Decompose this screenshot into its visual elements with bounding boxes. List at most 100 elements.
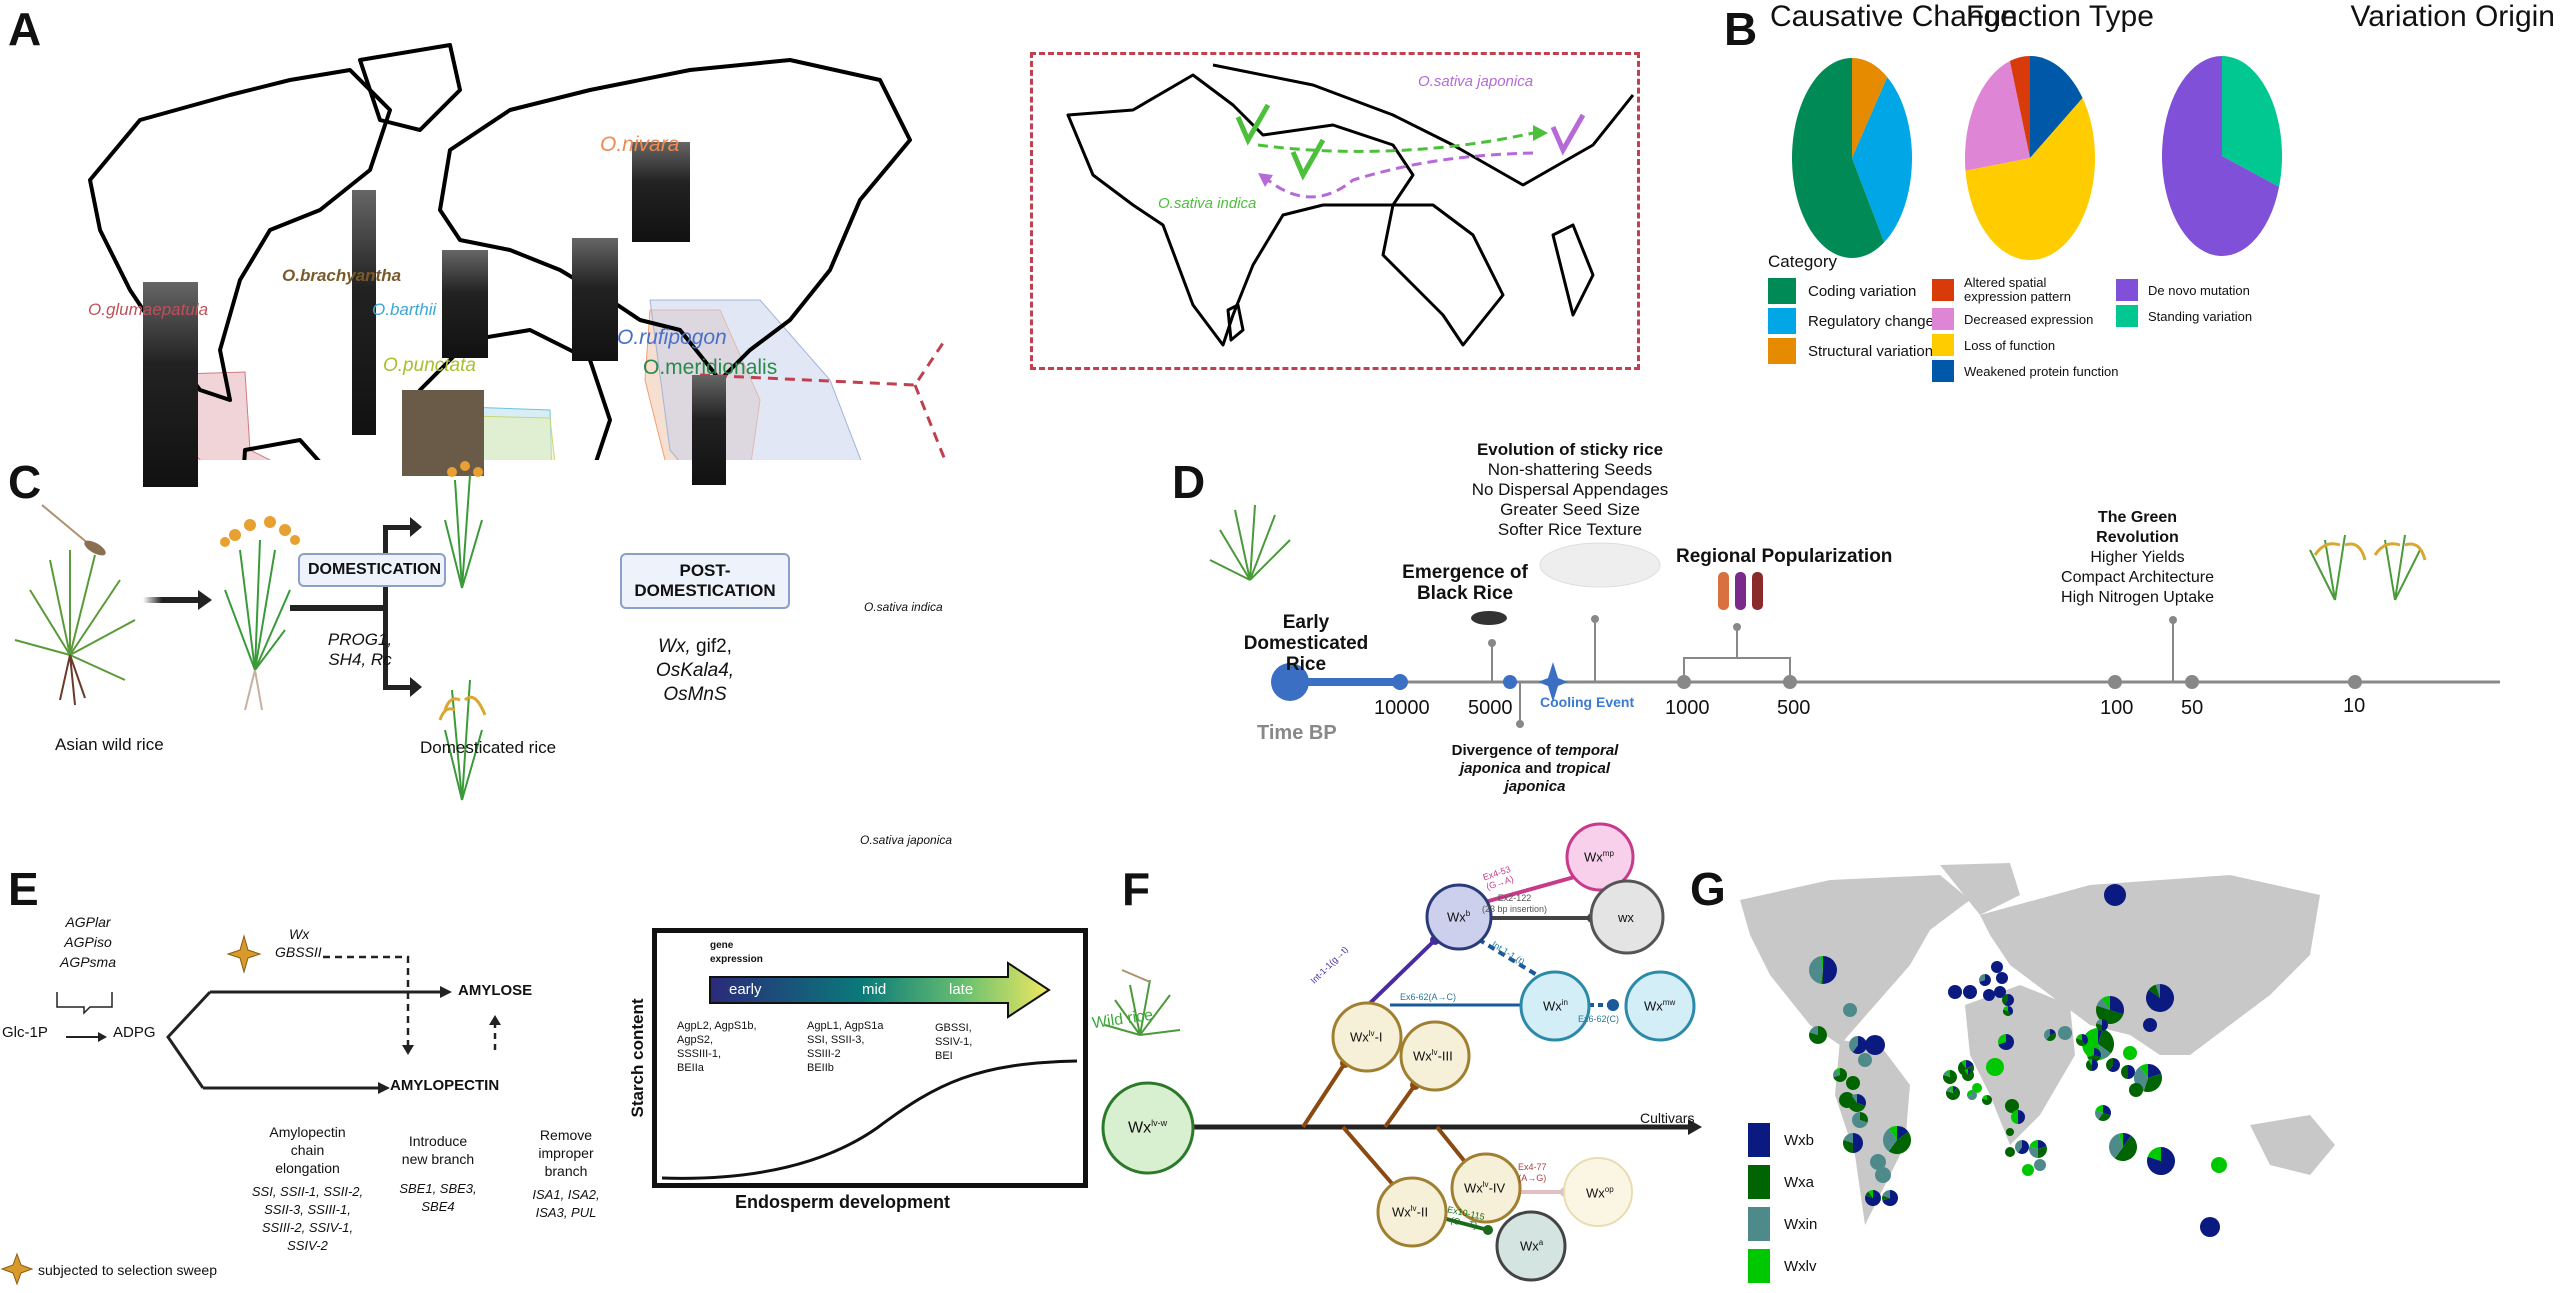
- map-pie-slice: [2011, 1110, 2018, 1124]
- outline-africa: [418, 328, 612, 460]
- japonica-arrow: [1267, 151, 1534, 199]
- green-revolution-plants-icon: [2309, 534, 2421, 601]
- species-label-punctata: O.punctata: [383, 355, 476, 376]
- map-pie-slice: [1833, 1068, 1847, 1082]
- map-pie-slice: [2022, 1164, 2034, 1176]
- map-pie-slice: [2008, 1006, 2013, 1016]
- legend-item: Decreased expression: [1932, 308, 2100, 330]
- node-wx-lv-w: [1101, 1081, 1195, 1175]
- grain-photo-nivara: [632, 142, 690, 242]
- rice-grain-red: [1752, 572, 1763, 610]
- species-label-meridionalis: O.meridionalis: [643, 356, 778, 379]
- legend-wx-alleles: Wxb Wxa Wxin Wxlv: [1748, 1123, 1817, 1291]
- mid-genes: AgpL1, AgpS1a SSI, SSII-3, SSIII-2 BEIIb: [807, 1020, 884, 1074]
- map-pie-slice: [2098, 1028, 2103, 1044]
- map-pie-slice: [1820, 956, 1823, 970]
- map-pie-slice: [1968, 1069, 1972, 1075]
- legend-item: Structural variation: [1768, 338, 1933, 364]
- legend-title: Category: [1768, 252, 1837, 271]
- tick-10: 10: [2343, 695, 2366, 717]
- legend-item: Weakened protein function: [1932, 360, 2118, 382]
- map-pie-slice: [2143, 1073, 2162, 1092]
- map-pie-slice: [1843, 1139, 1853, 1153]
- map-pie-slice: [1882, 1195, 1890, 1201]
- map-pie-slice: [1983, 989, 1995, 1001]
- timeline-dot-100: [2108, 675, 2122, 689]
- node-label-wx-a: Wxa: [1520, 1238, 1544, 1254]
- panel-label-d: D: [1172, 456, 1206, 508]
- rice-icon-indica-1: [1235, 103, 1271, 146]
- map-pie-slice: [2088, 1059, 2092, 1065]
- pie-slice-coding-variation: [1792, 58, 1885, 258]
- edge-label-ex477: Ex4-77(A→G): [1518, 1162, 1547, 1183]
- map-pie-slice: [2098, 1113, 2111, 1121]
- map-pie-slice: [1897, 1126, 1909, 1140]
- post-domestication-genes: Wx, gif2, OsKala4, OsMnS: [655, 636, 735, 705]
- map-pie-slice: [1946, 1087, 1960, 1100]
- rice-grain-orange: [1718, 572, 1729, 610]
- map-pie-slice: [2082, 1034, 2088, 1045]
- domesticated-rice-plant: [224, 539, 291, 711]
- outline-india: [1066, 73, 1415, 347]
- map-pie-slice: [2004, 994, 2014, 1006]
- rice-icon-indica-2: [1290, 138, 1326, 181]
- legend-item: Coding variation: [1768, 278, 1916, 304]
- node-wx-a: [1495, 1210, 1567, 1282]
- step-new-branch: Introduce new branch SBE1, SBE3, SBE4: [399, 1133, 477, 1214]
- map-pie-slice: [2106, 1058, 2113, 1071]
- graph-x-label: Endosperm development: [735, 1192, 951, 1212]
- inset-south-asia-map: O.sativa indica O.sativa japonica: [1030, 52, 1640, 370]
- outline-north-america: [88, 68, 392, 402]
- grain-photo-meridionalis: [692, 375, 726, 485]
- gene-expression-arrow: [709, 961, 1051, 1019]
- node-wx-in: [1519, 970, 1591, 1042]
- starch-curve: [661, 1059, 1078, 1180]
- map-pie-slice: [2095, 1105, 2103, 1113]
- tick-5000: 5000: [1468, 697, 1513, 719]
- label-indica: O.sativa indica: [864, 600, 943, 614]
- map-pie-slice: [1853, 1133, 1863, 1153]
- agp-genes: AGPlar AGPiso AGPsma: [59, 914, 116, 970]
- species-label-nivara: O.nivara: [600, 133, 680, 156]
- legend-function: Altered spatial expression pattern Decre…: [1932, 276, 2118, 386]
- label-asian-wild-rice: Asian wild rice: [55, 735, 164, 754]
- timeline-dot-divergence: [1503, 675, 1517, 689]
- legend-swatch: [1768, 278, 1796, 304]
- legend-selection-sweep: subjected to selection sweep: [38, 1262, 217, 1278]
- pie-title-function: Function Type: [1966, 0, 2154, 33]
- world-landmass: [1740, 863, 2335, 1225]
- node-wx-lv-iv: [1450, 1152, 1522, 1224]
- map-pie-slice: [1998, 1034, 2014, 1050]
- map-pie-slice: [2046, 1033, 2056, 1041]
- legend-swatch: [1932, 308, 1954, 330]
- pie-title-origin: Variation Origin: [2350, 0, 2555, 33]
- graph-y-label: Starch content: [628, 998, 647, 1118]
- map-pie-slice: [2109, 1133, 2123, 1159]
- map-pie-slice: [1882, 1190, 1898, 1206]
- cultivars-arrowhead: [1688, 1119, 1702, 1135]
- legend-star-icon: [0, 1252, 34, 1286]
- map-pie-slice: [2121, 1065, 2128, 1079]
- map-pie-slice: [2076, 1034, 2082, 1040]
- tick-100: 100: [2100, 697, 2134, 719]
- map-pie-slice: [2101, 996, 2110, 1010]
- pie-slice-decreased-expression: [1965, 60, 2030, 171]
- map-pie-slice: [2029, 1146, 2038, 1158]
- indica-plant: [444, 474, 483, 589]
- edge-label-ex662ac: Ex6-62(A→C): [1400, 992, 1457, 1002]
- event-early-domesticated: Early Domesticated Rice: [1243, 612, 1369, 675]
- legend-swatch: [1932, 360, 1954, 382]
- map-pie-slice: [1857, 1094, 1866, 1106]
- pie-title-causative: Causative Change: [1770, 0, 2017, 33]
- map-pie-slice: [2123, 1046, 2137, 1060]
- map-pie-slice: [1979, 974, 1991, 986]
- map-pie-slice: [2143, 1018, 2157, 1032]
- node-wx: [1589, 879, 1665, 955]
- map-pie-slice: [1883, 1128, 1897, 1152]
- node-wx-lv-ii: [1376, 1176, 1448, 1248]
- timeline-start-dot: [1271, 663, 1309, 701]
- outline-se-asia: [1381, 203, 1505, 347]
- rice-icon-japonica: [1550, 113, 1586, 156]
- map-pie-slice: [2148, 984, 2160, 998]
- stage-mid: mid: [862, 981, 887, 998]
